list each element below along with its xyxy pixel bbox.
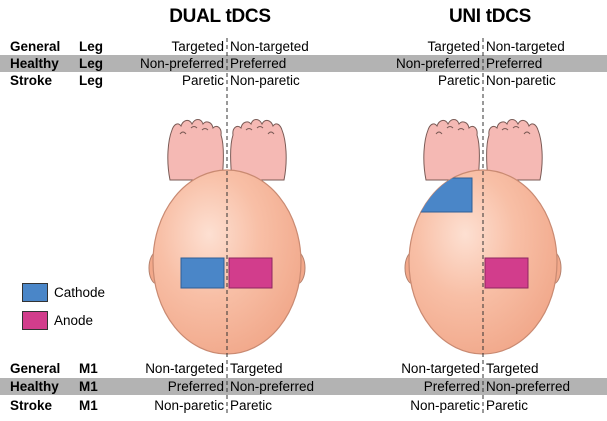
dual-head-figure <box>149 38 305 414</box>
anode-legend-label: Anode <box>54 311 93 330</box>
dual-cathode-electrode <box>181 258 224 288</box>
cathode-legend-label: Cathode <box>54 283 105 302</box>
uni-anode-electrode <box>485 258 528 288</box>
anode-swatch <box>22 311 48 330</box>
uni-cathode-electrode <box>420 178 472 212</box>
cathode-swatch <box>22 283 48 302</box>
dual-anode-electrode <box>229 258 272 288</box>
uni-head-figure <box>405 38 561 414</box>
